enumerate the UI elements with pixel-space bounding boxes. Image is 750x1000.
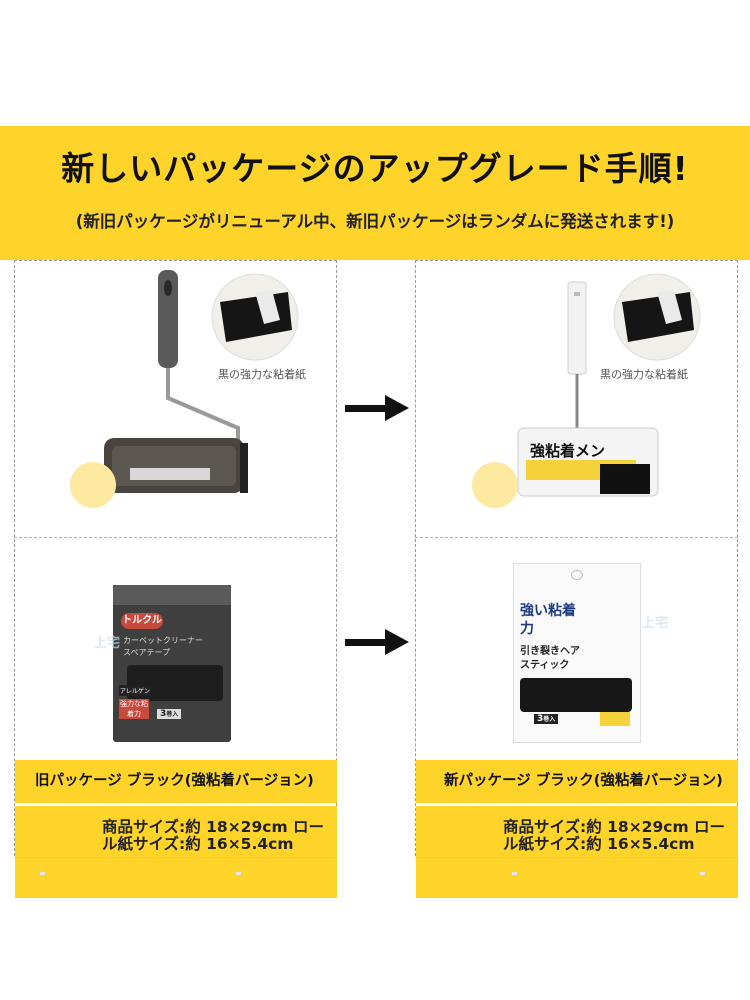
old-package-count: 3巻入	[157, 709, 182, 719]
old-package-tag1: アレルゲン	[119, 685, 152, 696]
old-package-count-unit: 巻入	[166, 711, 179, 718]
new-package-label: 新パッケージ ブラック(強粘着バージョン)	[416, 760, 738, 803]
old-package-label: 旧パッケージ ブラック(強粘着バージョン)	[15, 760, 337, 803]
old-package-tag2: 強力な粘着力	[119, 699, 149, 719]
old-spec-block	[15, 806, 337, 898]
bottom-mark	[700, 872, 705, 875]
old-package-line2: スペアテープ	[123, 648, 170, 657]
page-title: 新しいパッケージのアップグレード手順!	[61, 149, 689, 188]
new-roller-image	[517, 281, 659, 497]
bottom-mark	[236, 872, 241, 875]
sticker-caption-left: 黒の強力な粘着紙	[218, 368, 306, 381]
right-cell-divider	[415, 537, 738, 538]
new-spec-block	[416, 806, 738, 898]
old-package-brand: トルクル	[121, 613, 163, 629]
new-package-line1: 強い粘着	[520, 603, 576, 619]
bottom-mark	[512, 872, 517, 875]
arrow-right-icon	[345, 629, 409, 655]
new-package-hole	[571, 570, 583, 580]
watermark-right: 上宅	[642, 616, 669, 631]
header-banner	[0, 126, 750, 260]
old-roller-image	[104, 270, 248, 493]
new-package-count: 3巻入	[534, 714, 559, 724]
arrow-right-icon	[345, 395, 409, 421]
new-spec-line2: ル紙サイズ:約 16×5.4cm	[503, 835, 695, 853]
old-package-top	[113, 585, 231, 605]
sticker-caption-right: 黒の強力な粘着紙	[600, 368, 688, 381]
old-spec-line1: 商品サイズ:約 18×29cm ロー	[102, 818, 324, 836]
bottom-divider-right	[415, 857, 738, 858]
new-package-line4: スティック	[520, 660, 570, 671]
old-package: トルクル カーペットクリーナー スペアテープ アレルゲン 強力な粘着力 3巻入	[113, 585, 231, 742]
page-subtitle: (新旧パッケージがリニューアル中、新旧パッケージはランダムに発送されます!)	[75, 212, 675, 231]
yellow-badge-left	[70, 462, 116, 508]
new-package-line2: 力	[520, 621, 534, 637]
bottom-mark	[40, 872, 45, 875]
sticker-roll-icon	[211, 273, 299, 361]
bottom-divider-left	[14, 857, 337, 858]
new-package-tag	[600, 712, 630, 726]
old-spec-line2: ル紙サイズ:約 16×5.4cm	[102, 835, 294, 853]
left-cell-divider	[14, 537, 337, 538]
new-roller-text: 強粘着メン	[530, 442, 606, 460]
old-package-line1: カーペットクリーナー	[123, 636, 203, 645]
new-package-line3: 引き裂きヘア	[520, 646, 580, 657]
old-package-count-num: 3	[160, 709, 167, 719]
new-package-count-unit: 巻入	[543, 716, 556, 723]
yellow-badge-right	[472, 462, 518, 508]
sticker-roll-icon	[613, 273, 701, 361]
new-package: 強い粘着 力 引き裂きヘア スティック 3巻入	[513, 563, 641, 743]
new-package-count-num: 3	[537, 714, 544, 724]
new-spec-line1: 商品サイズ:約 18×29cm ロー	[503, 818, 725, 836]
watermark-left: 上宅	[94, 636, 121, 651]
new-package-roll	[520, 678, 632, 712]
